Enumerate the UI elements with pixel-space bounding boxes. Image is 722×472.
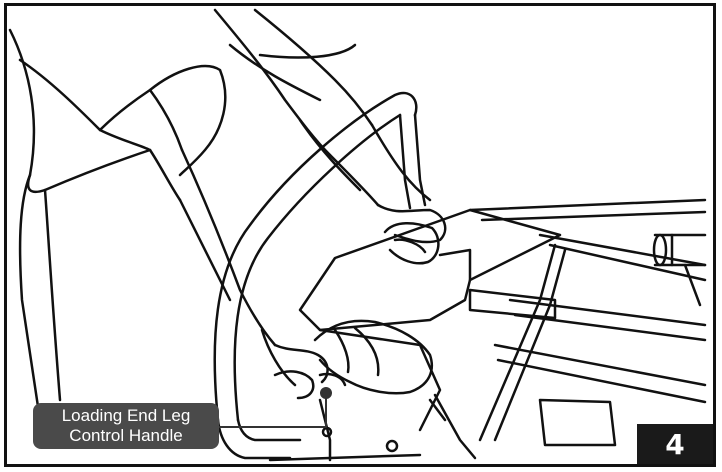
step-number-badge: 4 (637, 424, 713, 464)
callout-label: Loading End Leg Control Handle (33, 403, 219, 449)
lower-hand (262, 321, 432, 398)
upper-hand (378, 205, 445, 263)
callout-line-2: Control Handle (33, 426, 219, 446)
right-arm (215, 10, 430, 205)
bottom-parts (270, 400, 420, 460)
callout-line-1: Loading End Leg (33, 406, 219, 426)
